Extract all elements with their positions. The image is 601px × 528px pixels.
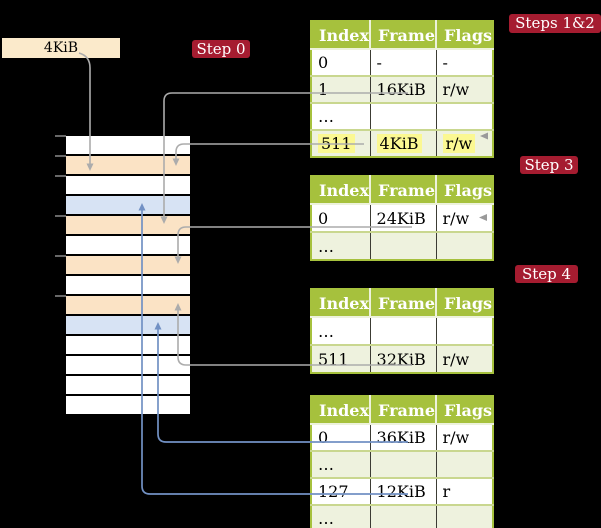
memory-row	[66, 216, 190, 236]
cell-index: 0	[311, 204, 371, 232]
memory-row	[66, 136, 190, 156]
cell-frame: -	[369, 49, 437, 76]
cell-flags	[435, 504, 494, 528]
table-header-row: Index Frame Flags	[311, 176, 494, 205]
physical-memory-column	[66, 136, 190, 416]
step-3-label: Step 3	[520, 156, 578, 174]
table-header-row: Index Frame Flags	[311, 396, 494, 425]
memory-row	[66, 316, 190, 336]
table-row: …	[311, 450, 494, 478]
col-header-index: Index	[311, 21, 371, 50]
page-table-step-3: Index Frame Flags 0 24KiB r/w …	[310, 175, 495, 261]
cell-frame	[369, 231, 437, 260]
memory-row	[66, 156, 190, 176]
cell-flags: r/w	[435, 424, 494, 451]
cell-flags	[435, 102, 494, 130]
memory-row	[66, 276, 190, 296]
col-header-index: Index	[311, 396, 371, 425]
highlight: 4KiB	[376, 134, 422, 153]
memory-row	[66, 376, 190, 396]
cell-index: …	[311, 317, 371, 345]
cell-flags: -	[435, 49, 494, 76]
memory-row	[66, 396, 190, 416]
cell-frame	[369, 102, 437, 130]
col-header-frame: Frame	[369, 289, 437, 318]
cell-frame: 4KiB	[369, 129, 437, 157]
col-header-frame: Frame	[369, 396, 437, 425]
cell-frame: 24KiB	[369, 204, 437, 232]
col-header-flags: Flags	[435, 396, 494, 425]
col-header-flags: Flags	[435, 21, 494, 50]
table-row: …	[311, 102, 494, 130]
cell-flags: r/w	[435, 204, 494, 232]
frame-base-box: 4KiB	[2, 38, 120, 58]
cell-index: 0	[311, 49, 371, 76]
cell-frame: 36KiB	[369, 424, 437, 451]
table-row: …	[311, 504, 494, 528]
cell-index: …	[311, 504, 371, 528]
cell-flags	[435, 317, 494, 345]
table-header-row: Index Frame Flags	[311, 289, 494, 318]
cell-index: 511	[311, 344, 371, 373]
memory-row	[66, 196, 190, 216]
step-4-label: Step 4	[515, 265, 578, 283]
memory-row	[66, 296, 190, 316]
col-header-frame: Frame	[369, 176, 437, 205]
memory-row	[66, 176, 190, 196]
memory-row	[66, 356, 190, 376]
table-row: …	[311, 231, 494, 260]
cell-flags: r/w	[435, 75, 494, 103]
table-row: 127 12KiB r	[311, 477, 494, 505]
cell-frame	[369, 317, 437, 345]
cell-flags: r/w	[435, 129, 494, 157]
page-table-final: Index Frame Flags 0 36KiB r/w … 127 12Ki…	[310, 395, 495, 528]
cell-index: …	[311, 231, 371, 260]
cell-index: 0	[311, 424, 371, 451]
cell-flags	[435, 450, 494, 478]
highlight: r/w	[442, 134, 476, 153]
col-header-frame: Frame	[369, 21, 437, 50]
cell-frame: 32KiB	[369, 344, 437, 373]
cell-index: …	[311, 450, 371, 478]
highlight: 511	[318, 134, 355, 153]
memory-address-ticks	[55, 135, 66, 297]
table-row: 511 32KiB r/w	[311, 344, 494, 373]
cell-index: …	[311, 102, 371, 130]
table-header-row: Index Frame Flags	[311, 21, 494, 50]
table-row: 1 16KiB r/w	[311, 75, 494, 103]
cell-frame: 12KiB	[369, 477, 437, 505]
cell-frame: 16KiB	[369, 75, 437, 103]
cell-flags: r	[435, 477, 494, 505]
table-row: 0 36KiB r/w	[311, 424, 494, 451]
cell-index: 1	[311, 75, 371, 103]
cell-flags: r/w	[435, 344, 494, 373]
table-row-highlighted: 511 4KiB r/w	[311, 129, 494, 157]
table-row: 0 - -	[311, 49, 494, 76]
steps-1-2-label: Steps 1&2	[509, 14, 601, 33]
cell-frame	[369, 450, 437, 478]
step-0-label: Step 0	[192, 40, 250, 58]
memory-row	[66, 236, 190, 256]
cell-index: 511	[311, 129, 371, 157]
memory-row	[66, 336, 190, 356]
cell-flags	[435, 231, 494, 260]
col-header-flags: Flags	[435, 176, 494, 205]
table-row: …	[311, 317, 494, 345]
cell-index: 127	[311, 477, 371, 505]
page-table-step-4: Index Frame Flags … 511 32KiB r/w	[310, 288, 495, 374]
col-header-index: Index	[311, 289, 371, 318]
table-row: 0 24KiB r/w	[311, 204, 494, 232]
cell-frame	[369, 504, 437, 528]
col-header-index: Index	[311, 176, 371, 205]
page-table-steps-1-2: Index Frame Flags 0 - - 1 16KiB r/w …	[310, 20, 495, 158]
memory-row	[66, 256, 190, 276]
col-header-flags: Flags	[435, 289, 494, 318]
